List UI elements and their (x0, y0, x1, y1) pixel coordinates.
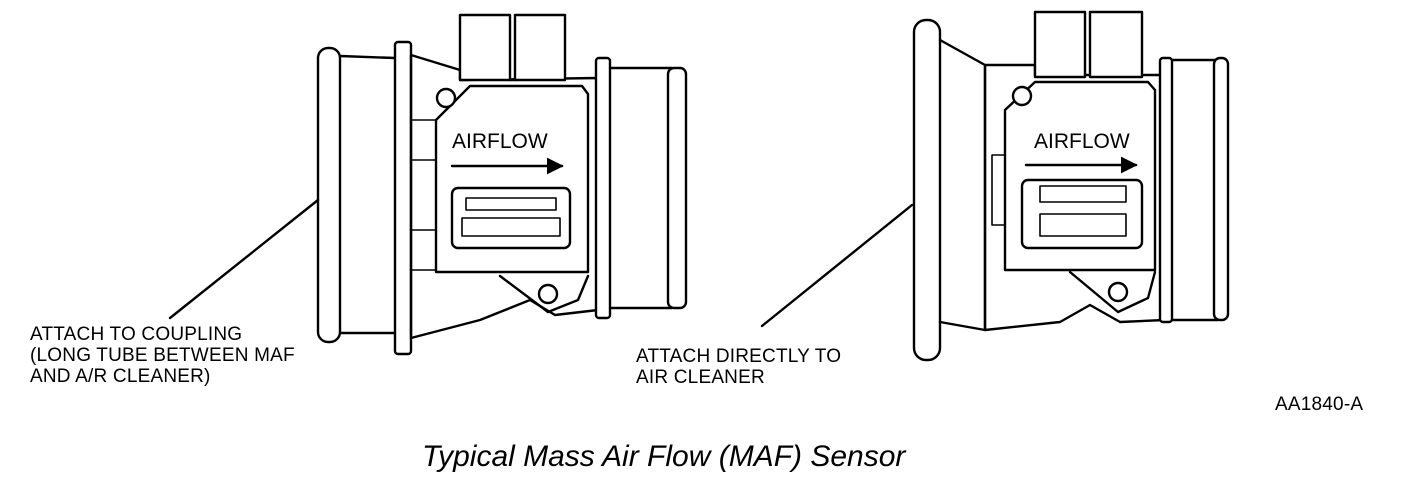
mounting-screw (1107, 281, 1129, 303)
callout-pointer (168, 198, 320, 320)
callout-line: (LONG TUBE BETWEEN MAF (30, 345, 295, 366)
outlet-tube (1170, 58, 1220, 322)
outlet-end-ring (666, 66, 688, 310)
sensing-slot-bottom (461, 217, 561, 237)
callout-line: AIR CLEANER (636, 367, 765, 388)
maf-sensor-direct-mount: AIRFLOW (760, 10, 1230, 362)
outlet-tube (608, 66, 674, 310)
connector-block (1033, 10, 1087, 79)
lower-bracket (1068, 270, 1157, 314)
housing-ribs (411, 119, 440, 271)
sensing-slot-top (465, 197, 557, 211)
callout-line: ATTACH DIRECTLY TO (636, 346, 842, 367)
lower-bracket (498, 274, 590, 314)
mounting-screw (1011, 85, 1033, 107)
airflow-label: AIRFLOW (452, 130, 548, 153)
figure-caption: Typical Mass Air Flow (MAF) Sensor (422, 440, 906, 473)
air-cleaner-flange (912, 18, 942, 362)
mounting-flange (393, 40, 413, 356)
mounting-screw (435, 87, 457, 109)
flared-inlet (938, 38, 987, 332)
callout-coupling-text: ATTACH TO COUPLING(LONG TUBE BETWEEN MAF… (30, 324, 295, 387)
outlet-flange (594, 56, 612, 320)
maf-sensor-with-coupling: AIRFLOW (168, 13, 688, 356)
sensing-slot-top (1039, 185, 1127, 203)
connector-block (1088, 10, 1144, 79)
connector-block (458, 13, 512, 82)
figure-id: AA1840-A (1275, 394, 1364, 415)
callout-pointer (760, 203, 914, 328)
inlet-flange-ring (316, 46, 342, 344)
mounting-screw (537, 283, 559, 305)
outlet-end-ring (1212, 56, 1230, 322)
connector-block (513, 13, 567, 82)
inlet-tube (338, 54, 397, 335)
callout-line: ATTACH TO COUPLING (30, 324, 243, 345)
sensing-slot-bottom (1039, 213, 1127, 237)
airflow-label: AIRFLOW (1034, 130, 1130, 153)
outlet-flange (1158, 56, 1174, 324)
callout-line: AND A/R CLEANER) (30, 366, 211, 387)
